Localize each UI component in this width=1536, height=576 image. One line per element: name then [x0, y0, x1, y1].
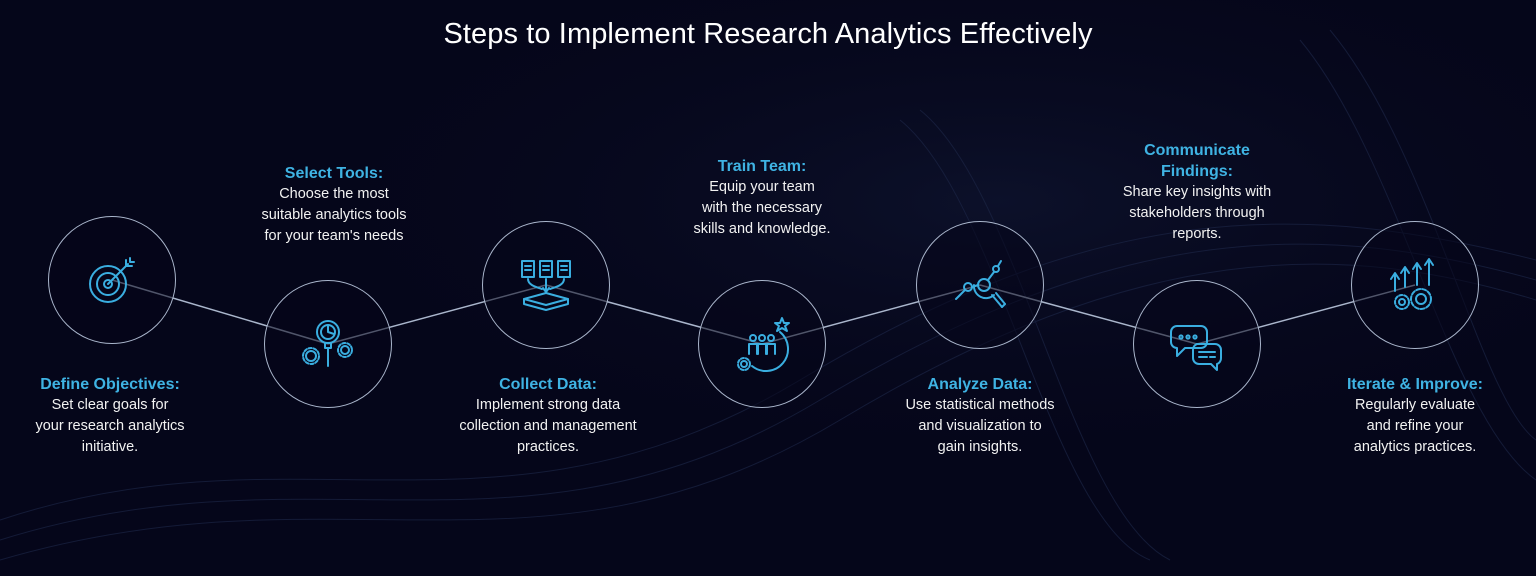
step-7-heading: Iterate & Improve: [1346, 376, 1484, 393]
step-4-label: Train Team: Equip your team with the nec… [652, 156, 872, 240]
documents-collect-icon [521, 260, 571, 311]
step-1-description: Set clear goals for your research analyt… [35, 397, 185, 455]
step-1-circle [48, 216, 176, 344]
step-4-description: Equip your team with the necessary skill… [693, 179, 831, 237]
step-3-description: Implement strong data collection and man… [459, 397, 637, 455]
step-6-circle [1133, 280, 1261, 408]
step-7-description: Regularly evaluate and refine your analy… [1353, 397, 1477, 455]
step-2-label: Select Tools: Choose the most suitable a… [224, 163, 444, 247]
data-analysis-icon [955, 260, 1006, 308]
step-4-heading: Train Team: [717, 158, 807, 175]
step-3-heading: Collect Data: [499, 376, 597, 393]
step-6-label: Communicate Findings: Share key insights… [1087, 140, 1307, 245]
step-7-label: Iterate & Improve: Regularly evaluate an… [1305, 374, 1525, 458]
step-5-heading: Analyze Data: [927, 376, 1033, 393]
step-6-description: Share key insights with stakeholders thr… [1122, 184, 1272, 242]
target-icon [89, 257, 135, 303]
chat-bubbles-icon [1170, 325, 1222, 371]
step-3-label: Collect Data: Implement strong data coll… [438, 374, 658, 458]
page-title: Steps to Implement Research Analytics Ef… [443, 18, 1093, 50]
step-2-circle [264, 280, 392, 408]
step-4-circle [698, 280, 826, 408]
step-3-circle [482, 221, 610, 349]
team-training-icon [737, 317, 790, 373]
arrows-gears-icon [1390, 258, 1434, 310]
step-7-circle [1351, 221, 1479, 349]
step-2-description: Choose the most suitable analytics tools… [261, 186, 407, 244]
step-6-heading: Communicate Findings: [1144, 142, 1250, 180]
step-1-label: Define Objectives: Set clear goals for y… [0, 374, 220, 458]
magnifier-gears-icon [302, 320, 353, 367]
step-2-heading: Select Tools: [284, 165, 384, 182]
step-5-label: Analyze Data: Use statistical methods an… [870, 374, 1090, 458]
step-5-circle [916, 221, 1044, 349]
step-5-description: Use statistical methods and visualizatio… [905, 397, 1055, 455]
step-1-heading: Define Objectives: [40, 376, 180, 393]
